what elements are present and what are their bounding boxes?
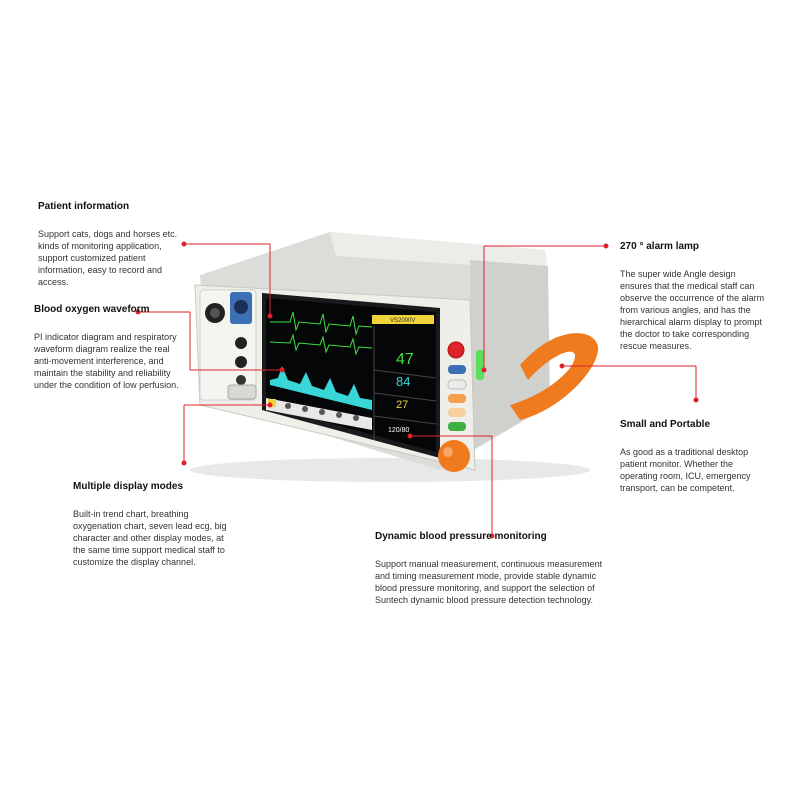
connector-temp1: [235, 337, 247, 349]
annotation-title: Dynamic blood pressure monitoring: [375, 531, 547, 542]
connector-temp2: [235, 356, 247, 368]
toolbar-icon-1: [285, 403, 291, 409]
key-button-2[interactable]: [448, 394, 466, 403]
toolbar-icon-4: [336, 412, 342, 418]
alarm-lamp: [476, 350, 484, 380]
annotation-patient-information: Patient information Support cats, dogs a…: [38, 201, 188, 288]
connector-nibp: [227, 384, 257, 400]
toolbar-icon-2: [302, 406, 308, 412]
annotation-title: Patient information: [38, 201, 130, 212]
spo2-pleth-waveform: [270, 366, 372, 410]
connector-aux: [236, 375, 246, 385]
rotary-knob[interactable]: [438, 440, 470, 472]
annotation-body: As good as a traditional desktop patient…: [620, 447, 751, 493]
annotation-blood-oxygen-waveform: Blood oxygen waveform PI indicator diagr…: [34, 304, 184, 391]
annotation-body: PI indicator diagram and respiratory wav…: [34, 332, 179, 390]
annotation-body: Support cats, dogs and horses etc. kinds…: [38, 229, 178, 287]
annotation-small-portable: Small and Portable As good as a traditio…: [620, 419, 760, 494]
annotation-alarm-lamp: 270 ° alarm lamp The super wide Angle de…: [620, 241, 770, 352]
annotation-body: Built-in trend chart, breathing oxygenat…: [73, 509, 227, 567]
menu-button[interactable]: [448, 365, 466, 374]
toolbar-icon-5: [353, 415, 359, 421]
toolbar-icon-3: [319, 409, 325, 415]
nibp-value: 120/80: [388, 427, 410, 434]
leader-lines: [135, 241, 699, 539]
device-shadow: [190, 458, 590, 482]
annotation-title: Multiple display modes: [73, 481, 184, 492]
ecg-waveform-2: [269, 333, 373, 356]
ecg-waveform: [270, 311, 373, 336]
screen-toolbar: [266, 398, 372, 430]
carry-handle[interactable]: [510, 333, 599, 420]
power-button[interactable]: [447, 341, 465, 359]
key-button-4[interactable]: [448, 422, 466, 431]
annotation-title: 270 ° alarm lamp: [620, 241, 700, 252]
annotation-title: Blood oxygen waveform: [34, 304, 150, 315]
annotation-multiple-display-modes: Multiple display modes Built-in trend ch…: [73, 481, 238, 568]
annotation-dynamic-blood-pressure: Dynamic blood pressure monitoring Suppor…: [375, 531, 610, 606]
model-label: VS2000V: [390, 318, 415, 324]
annotation-title: Small and Portable: [620, 419, 711, 430]
annotation-body: Support manual measurement, continuous m…: [375, 559, 603, 605]
key-button-1[interactable]: [447, 379, 467, 390]
annotation-body: The super wide Angle design ensures that…: [620, 269, 765, 351]
pr-value: 47: [396, 351, 414, 368]
key-button-3[interactable]: [448, 408, 466, 417]
alarm-banner: [372, 315, 434, 324]
toolbar-alarm-icon: [268, 399, 276, 407]
spo2-value: 84: [396, 374, 410, 389]
resp-value: 27: [396, 399, 408, 411]
